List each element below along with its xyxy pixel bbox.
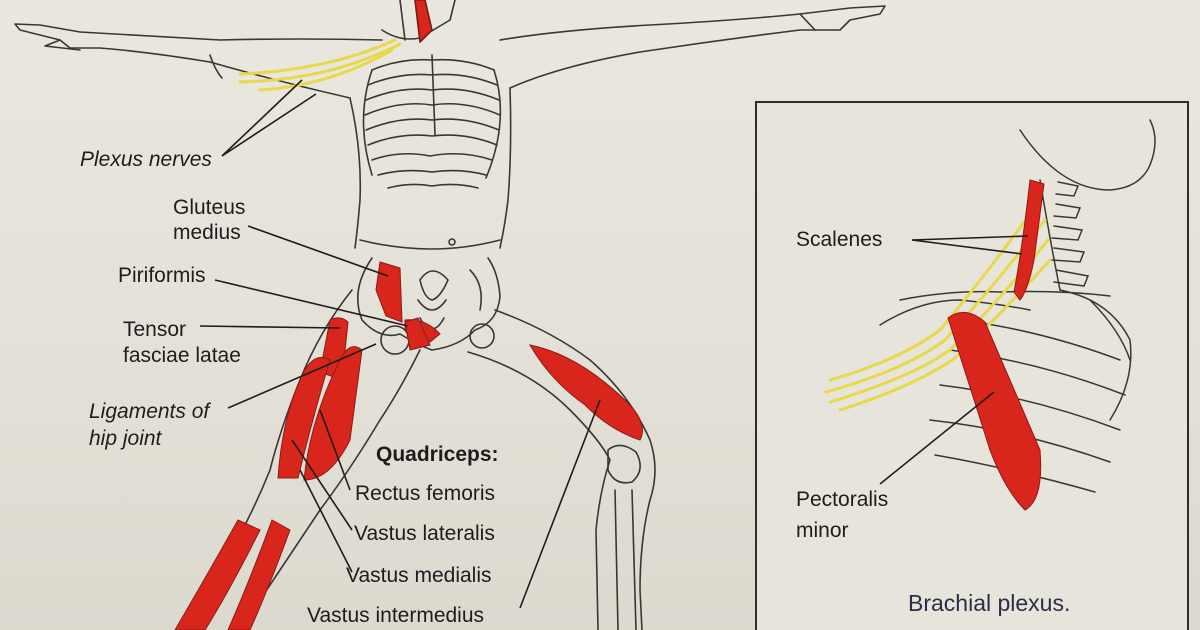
right-leg — [467, 309, 656, 630]
label-gluteus-medius-1: Gluteus — [173, 196, 246, 219]
neck-muscle — [414, 0, 433, 43]
label-gluteus-medius-2: medius — [173, 221, 241, 244]
label-rectus-femoris: Rectus femoris — [355, 482, 496, 505]
label-tensor-1: Tensor — [123, 318, 187, 341]
shin-muscle — [174, 519, 261, 630]
inset-clavicle — [899, 290, 1111, 301]
gluteus-muscle — [375, 261, 403, 323]
pelvis — [356, 257, 501, 355]
inset-head — [1019, 119, 1156, 191]
label-quadriceps: Quadriceps: — [376, 443, 499, 466]
label-vastus-intermedius: Vastus intermedius — [307, 604, 485, 627]
ribcage — [362, 54, 502, 189]
right-arm — [499, 5, 886, 89]
left-arm — [14, 23, 383, 99]
label-plexus-nerves: Plexus nerves — [80, 148, 212, 171]
leader-lines — [199, 79, 601, 609]
label-vastus-medialis: Vastus medialis — [346, 564, 492, 587]
shin-muscle-2 — [227, 519, 291, 630]
vastus-lateralis-muscle — [277, 357, 331, 479]
label-tensor-2: fasciae latae — [123, 344, 241, 367]
plexus-nerves — [238, 38, 402, 92]
hip-red — [404, 317, 431, 351]
torso — [349, 87, 512, 249]
label-ligaments-1: Ligaments of — [89, 400, 210, 423]
label-vastus-lateralis: Vastus lateralis — [354, 522, 495, 545]
inset-caption: Brachial plexus. — [908, 590, 1071, 616]
pectoralis-minor-muscle — [947, 311, 1042, 511]
label-pectoralis-2: minor — [796, 519, 849, 542]
right-quad-muscle — [529, 344, 643, 441]
scalene-muscle — [1013, 179, 1045, 301]
label-ligaments-2: hip joint — [89, 427, 162, 450]
label-piriformis: Piriformis — [118, 264, 206, 287]
rectus-femoris-muscle — [303, 346, 363, 481]
inset-panel — [755, 101, 1189, 630]
label-pectoralis-1: Pectoralis — [796, 488, 889, 511]
label-scalenes: Scalenes — [796, 228, 883, 251]
